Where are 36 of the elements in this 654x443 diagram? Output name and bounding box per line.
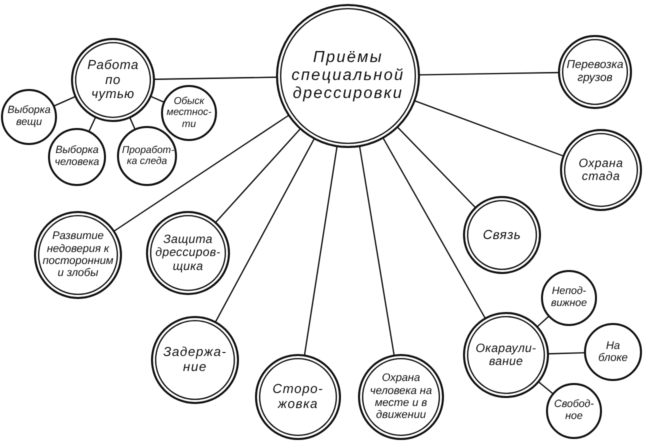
connector-line: [215, 128, 301, 224]
node-label: Сторо- жовка: [272, 382, 324, 412]
connector-line: [304, 146, 338, 356]
subtopic-circle: [117, 126, 177, 186]
connector-line: [396, 126, 476, 208]
node-label: Приёмы специальной дрессировки: [290, 49, 406, 103]
node-label: Охрана человека на месте и в движении: [369, 372, 433, 422]
node-label: Связь: [482, 228, 522, 242]
node-label: Свобод- ное: [553, 399, 595, 423]
node-label: Защита дрессиров- щика: [154, 232, 222, 274]
node-label: Охрана стада: [578, 156, 624, 184]
node-label: Выборка вещи: [6, 105, 52, 129]
connector-line: [536, 316, 550, 328]
connector-line: [88, 116, 96, 132]
node-label: Обыск местнос- ти: [165, 96, 213, 130]
connector-line: [358, 146, 395, 356]
node-label: Непод- вижное: [550, 286, 588, 310]
connector-line: [154, 76, 278, 80]
connector-line: [382, 137, 486, 319]
connector-line: [214, 138, 315, 322]
connector-line: [548, 352, 586, 354]
connector-line: [538, 381, 554, 394]
node-label: На блоке: [597, 340, 629, 364]
connector-line: [418, 72, 560, 76]
node-label: Выборка человека: [54, 145, 100, 169]
connector-line: [129, 117, 136, 130]
connector-line: [414, 100, 564, 157]
node-label: Окараули- вание: [474, 342, 538, 368]
node-label: Задержа- ние: [162, 345, 228, 375]
node-label: Проработ- ка следа: [122, 144, 172, 168]
node-label: Перевозка грузов: [566, 59, 624, 85]
node-label: Работа по чутью: [86, 58, 140, 102]
node-label: Развитие недоверия к посторонним и злобы: [42, 230, 114, 280]
connector-line: [53, 96, 76, 107]
connector-line: [150, 96, 164, 103]
connector-line: [113, 114, 290, 232]
